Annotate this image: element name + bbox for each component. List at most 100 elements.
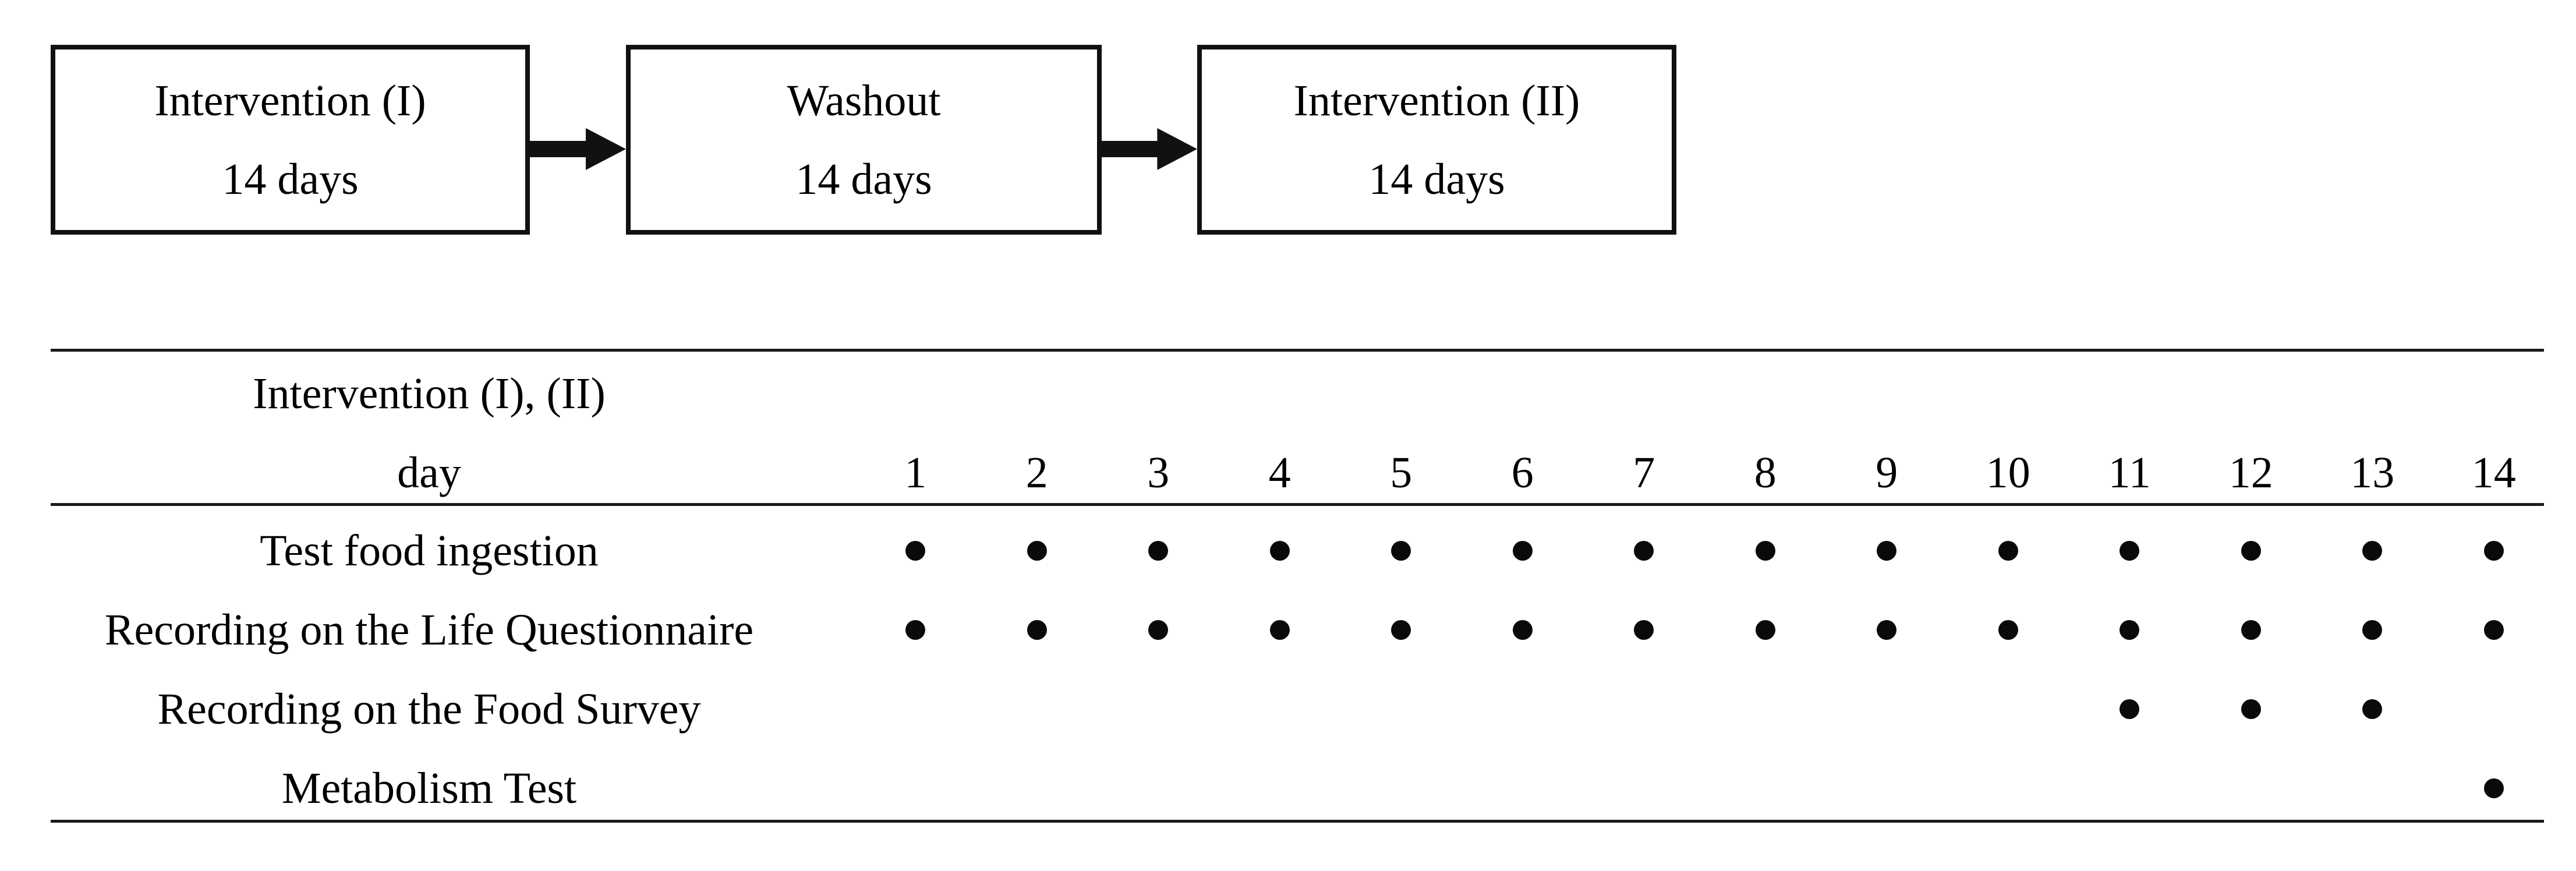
table-row: Test food ingestion xyxy=(0,529,2576,573)
day-number: 1 xyxy=(904,448,927,497)
day-cell xyxy=(2069,766,2191,810)
day-cell xyxy=(1462,687,1584,731)
day-cell xyxy=(1219,608,1341,652)
day-cell xyxy=(1098,766,1219,810)
day-cell xyxy=(976,608,1098,652)
row-label: Test food ingestion xyxy=(260,526,599,575)
arrow-right-icon xyxy=(1102,128,1197,170)
day-cell xyxy=(1219,766,1341,810)
day-cell xyxy=(2433,608,2555,652)
day-cell xyxy=(2191,687,2312,731)
day-number: 13 xyxy=(2350,448,2395,497)
filled-circle-marker xyxy=(2119,699,2140,719)
filled-circle-marker xyxy=(1269,620,1290,640)
day-cell xyxy=(855,608,976,652)
filled-circle-marker xyxy=(1269,541,1290,561)
table-row: Metabolism Test xyxy=(0,766,2576,810)
day-cell xyxy=(2069,608,2191,652)
day-cell xyxy=(1705,766,1827,810)
day-cell xyxy=(1705,687,1827,731)
filled-circle-marker xyxy=(2119,620,2140,640)
row-label: Metabolism Test xyxy=(281,764,577,813)
day-cell xyxy=(2433,766,2555,810)
day-cell xyxy=(1098,687,1219,731)
day-cell xyxy=(2191,529,2312,573)
filled-circle-marker xyxy=(2119,541,2140,561)
day-cell xyxy=(1583,766,1705,810)
filled-circle-marker xyxy=(1755,541,1775,561)
arrow-right-icon xyxy=(530,128,626,170)
filled-circle-marker xyxy=(2241,699,2261,719)
filled-circle-marker xyxy=(1027,541,1047,561)
filled-circle-marker xyxy=(1634,541,1654,561)
filled-circle-marker xyxy=(2362,541,2383,561)
filled-circle-marker xyxy=(2483,778,2504,798)
table-rule-bottom xyxy=(51,820,2544,823)
filled-circle-marker xyxy=(905,620,926,640)
day-cell xyxy=(976,529,1098,573)
day-cell xyxy=(1583,687,1705,731)
table-axis-label: day xyxy=(397,448,461,497)
row-label: Recording on the Food Survey xyxy=(157,685,701,734)
filled-circle-marker xyxy=(1148,541,1169,561)
flow-box-intervention-2: Intervention (II) 14 days xyxy=(1197,45,1676,235)
day-cell xyxy=(976,766,1098,810)
day-cell xyxy=(1098,608,1219,652)
day-cell xyxy=(2191,766,2312,810)
filled-circle-marker xyxy=(1512,620,1533,640)
table-rule-header-divider xyxy=(51,503,2544,506)
day-cell xyxy=(855,687,976,731)
filled-circle-marker xyxy=(905,541,926,561)
filled-circle-marker xyxy=(1391,620,1411,640)
day-cell xyxy=(1826,687,1948,731)
day-cell xyxy=(1340,608,1462,652)
filled-circle-marker xyxy=(1027,620,1047,640)
day-number: 11 xyxy=(2108,448,2151,497)
day-cell xyxy=(976,687,1098,731)
day-cell xyxy=(2433,529,2555,573)
filled-circle-marker xyxy=(1755,620,1775,640)
day-number: 9 xyxy=(1876,448,1898,497)
filled-circle-marker xyxy=(1998,620,2018,640)
day-number: 4 xyxy=(1268,448,1291,497)
filled-circle-marker xyxy=(1877,620,1897,640)
day-cell xyxy=(2312,529,2433,573)
day-cell xyxy=(1462,608,1584,652)
day-cell xyxy=(2191,608,2312,652)
day-cell xyxy=(1705,529,1827,573)
day-cell xyxy=(855,529,976,573)
day-number: 10 xyxy=(1986,448,2030,497)
day-cell xyxy=(2069,687,2191,731)
day-cell xyxy=(1583,529,1705,573)
filled-circle-marker xyxy=(1512,541,1533,561)
dot-row xyxy=(855,529,2554,573)
flow-box-duration: 14 days xyxy=(1368,154,1505,204)
flow-box-title: Washout xyxy=(787,76,941,125)
flow-box-duration: 14 days xyxy=(795,154,932,204)
dot-row xyxy=(855,687,2554,731)
day-cell xyxy=(1462,766,1584,810)
day-number: 2 xyxy=(1025,448,1048,497)
day-number: 6 xyxy=(1511,448,1534,497)
day-cell xyxy=(1098,529,1219,573)
flow-box-title: Intervention (II) xyxy=(1293,76,1580,125)
day-cell xyxy=(1948,608,2069,652)
day-number: 7 xyxy=(1633,448,1655,497)
day-cell xyxy=(1948,529,2069,573)
filled-circle-marker xyxy=(1634,620,1654,640)
day-cell xyxy=(2312,766,2433,810)
day-cell xyxy=(1340,687,1462,731)
dot-row xyxy=(855,766,2554,810)
table-group-label: Intervention (I), (II) xyxy=(253,369,606,418)
filled-circle-marker xyxy=(2362,699,2383,719)
day-cell xyxy=(1826,529,1948,573)
table-row: Recording on the Life Questionnaire xyxy=(0,608,2576,652)
day-number: 14 xyxy=(2471,448,2516,497)
day-cell xyxy=(1826,608,1948,652)
filled-circle-marker xyxy=(1391,541,1411,561)
flow-box-intervention-1: Intervention (I) 14 days xyxy=(51,45,530,235)
day-cell xyxy=(1340,529,1462,573)
